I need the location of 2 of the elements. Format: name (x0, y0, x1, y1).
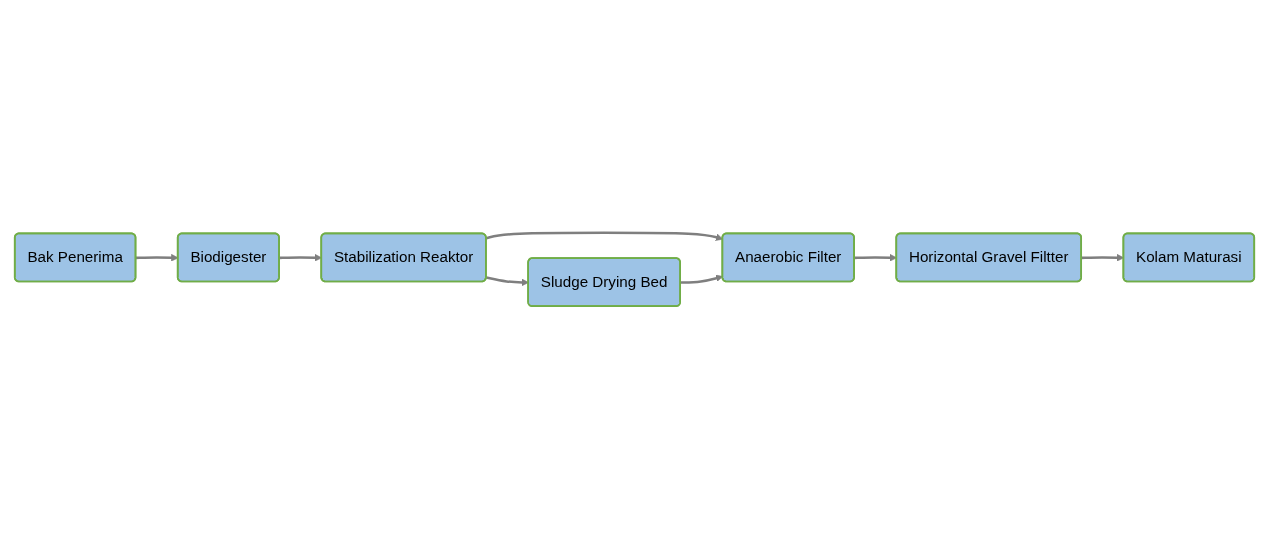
arrow (279, 253, 322, 261)
arrow (486, 275, 529, 286)
